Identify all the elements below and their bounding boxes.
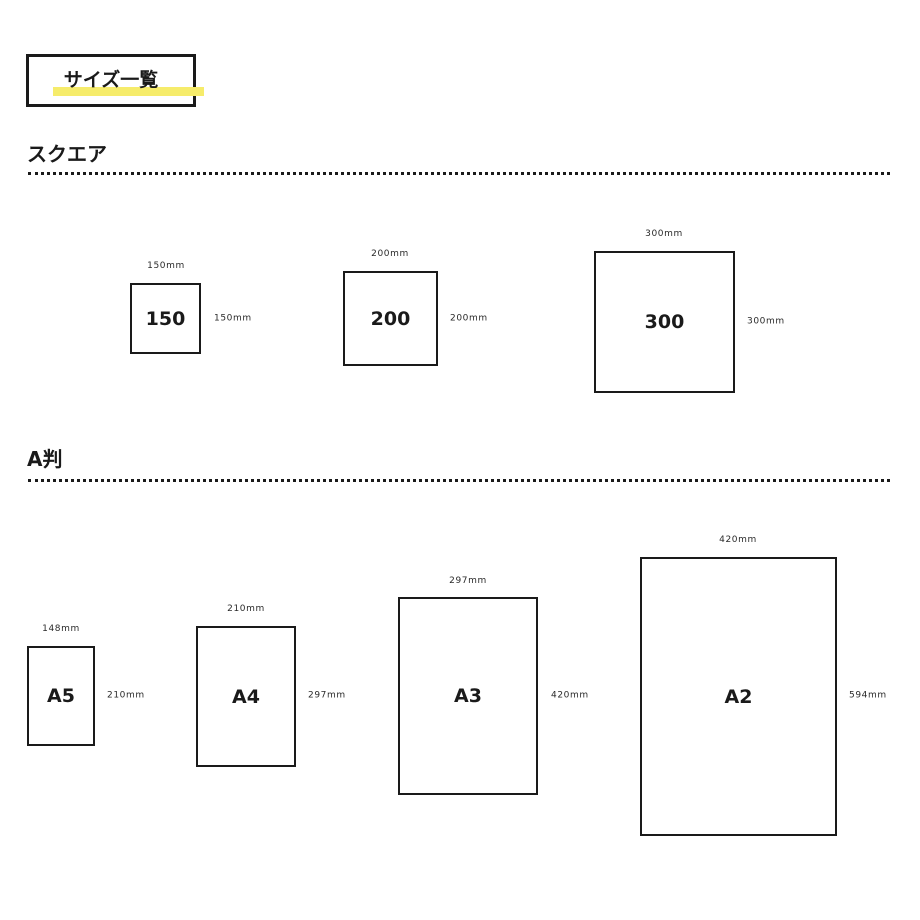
square-150-label: 150 xyxy=(145,307,186,330)
a2-paper: A2 xyxy=(640,557,837,836)
section-divider-square xyxy=(28,172,890,175)
a4-width-label: 210mm xyxy=(227,604,265,614)
a3-label: A3 xyxy=(454,685,482,707)
a5-label: A5 xyxy=(47,685,75,707)
page-title: サイズ一覧 xyxy=(63,69,159,91)
title-highlight-marker xyxy=(53,87,204,96)
square-300-width-label: 300mm xyxy=(645,229,683,239)
a4-height-label: 297mm xyxy=(308,690,346,701)
square-200-label: 200 xyxy=(370,307,411,330)
square-200-width-label: 200mm xyxy=(371,249,409,259)
a5-height-label: 210mm xyxy=(107,690,145,701)
a3-height-label: 420mm xyxy=(551,690,589,701)
square-200-paper: 200 xyxy=(343,271,438,366)
a2-label: A2 xyxy=(724,685,753,708)
a2-width-label: 420mm xyxy=(719,535,757,545)
title-box: サイズ一覧 xyxy=(26,54,204,107)
square-300-height-label: 300mm xyxy=(747,316,785,327)
a4-label: A4 xyxy=(232,685,260,708)
square-150-height-label: 150mm xyxy=(214,313,252,324)
square-150-paper: 150 xyxy=(130,283,201,354)
a5-width-label: 148mm xyxy=(42,624,80,634)
square-300-paper: 300 xyxy=(594,251,735,393)
section-divider-a-series xyxy=(28,479,890,482)
a4-paper: A4 xyxy=(196,626,296,767)
square-300-label: 300 xyxy=(644,311,685,333)
a2-height-label: 594mm xyxy=(849,690,887,701)
a5-paper: A5 xyxy=(27,646,95,746)
a3-width-label: 297mm xyxy=(449,576,487,586)
section-heading-square: スクエア xyxy=(27,142,107,166)
square-150-width-label: 150mm xyxy=(147,261,185,271)
a3-paper: A3 xyxy=(398,597,538,795)
square-200-height-label: 200mm xyxy=(450,313,488,324)
section-heading-a-series: A判 xyxy=(27,447,63,471)
